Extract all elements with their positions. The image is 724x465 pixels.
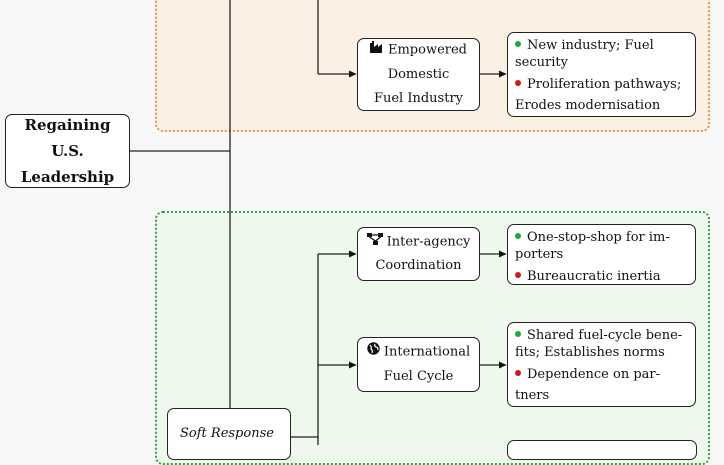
con-item: Dependence on par-tners (515, 367, 661, 403)
coordination-line-2: Coordination (375, 258, 462, 274)
root-line-2: U.S. (51, 142, 84, 160)
fuel-industry-line-2: Domestic (387, 66, 450, 82)
pro-item: One-stop-shop for im-porters (515, 230, 670, 262)
con-item: Proliferation pathways;Erodes modernisat… (515, 77, 682, 113)
coordination-line-1: Inter-agency (386, 234, 471, 250)
action-coordination: Inter-agency Coordination (357, 227, 480, 281)
factory-icon (369, 38, 384, 62)
con-bullet-icon (515, 369, 521, 376)
root-node: Regaining U.S. Leadership (5, 114, 130, 188)
pro-item: Shared fuel-cycle bene-fits; Establishes… (515, 328, 683, 360)
fuel-industry-line-3: Fuel Industry (373, 90, 464, 106)
outcomes-fuel-cycle: Shared fuel-cycle bene-fits; Establishes… (507, 322, 696, 407)
pro-bullet-icon (515, 232, 521, 239)
con-bullet-icon (515, 79, 521, 86)
action-fuel-industry: Empowered Domestic Fuel Industry (357, 38, 480, 111)
soft-response-node: Soft Response (167, 408, 291, 460)
outcome-box-offscreen-bottom (507, 440, 697, 460)
con-bullet-icon (515, 271, 521, 278)
fuel-cycle-line-2: Fuel Cycle (383, 368, 454, 384)
network-icon (366, 230, 383, 254)
fuel-cycle-line-1: International (383, 344, 471, 360)
soft-response-label: Soft Response (180, 426, 274, 441)
con-item: Bureaucratic inertia (515, 268, 688, 285)
action-fuel-cycle: International Fuel Cycle (357, 337, 480, 392)
root-line-1: Regaining (24, 116, 111, 134)
globe-icon (367, 340, 380, 364)
pro-bullet-icon (515, 40, 521, 47)
outcomes-coordination: One-stop-shop for im-porters Bureaucrati… (507, 224, 696, 285)
pro-bullet-icon (515, 330, 521, 337)
fuel-industry-line-1: Empowered (387, 42, 467, 58)
connector-lines (130, 0, 507, 445)
root-line-3: Leadership (20, 168, 115, 186)
